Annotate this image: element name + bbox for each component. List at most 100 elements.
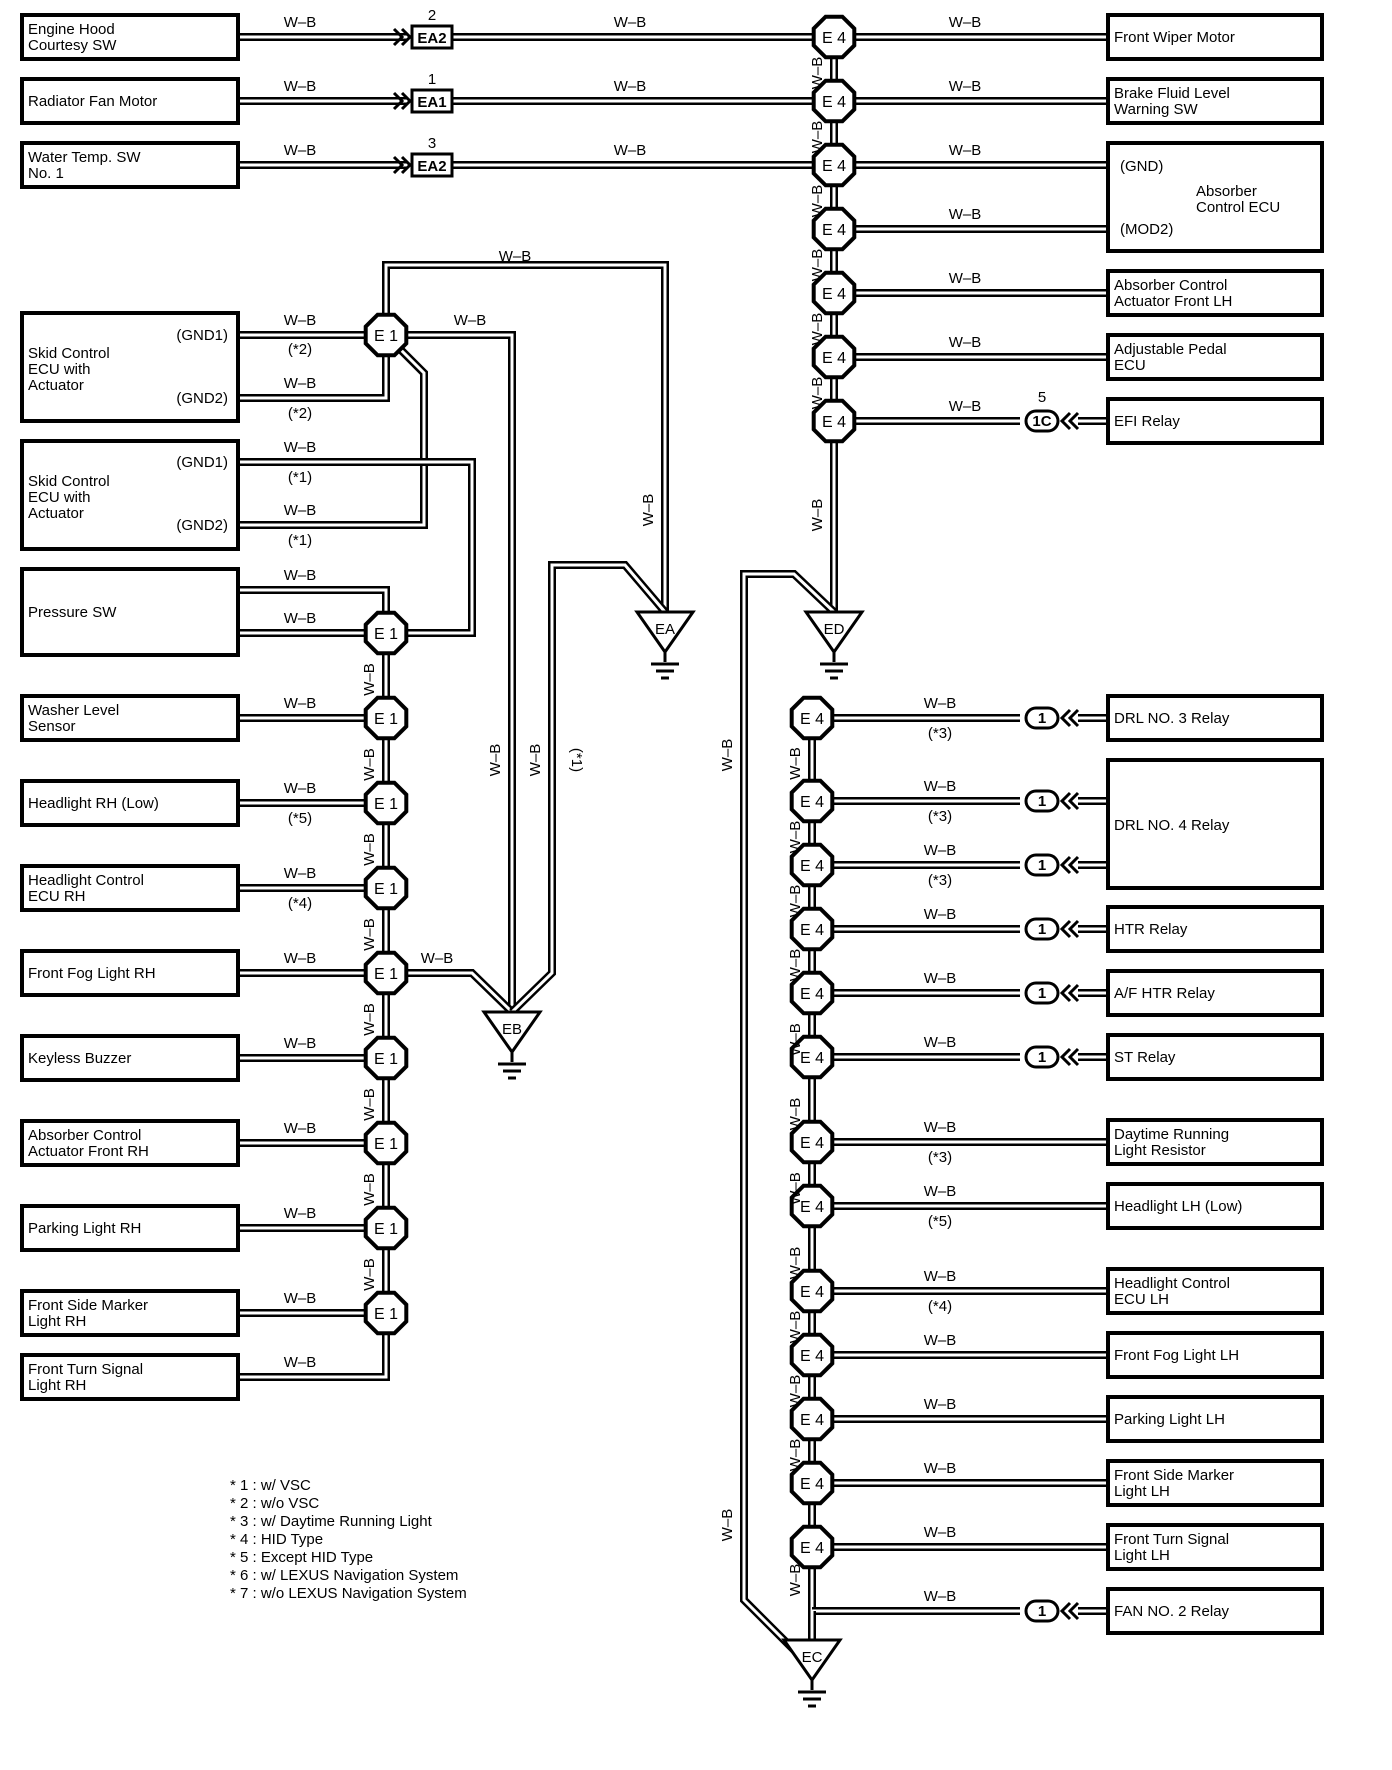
wire-core (238, 460, 474, 635)
connector-arrow (1059, 855, 1080, 875)
connector-arrow (1059, 708, 1080, 728)
component-name: ECU (1114, 357, 1146, 374)
junction-label: E 4 (822, 350, 846, 367)
wire-label: W–B (284, 1354, 317, 1371)
wire-label: W–B (787, 949, 804, 982)
note-label: (*3) (928, 808, 952, 825)
wire-label: W–B (284, 610, 317, 627)
junction-label: E 4 (800, 986, 824, 1003)
component-name: Front Fog Light LH (1114, 1347, 1239, 1364)
junction-connector (363, 1205, 409, 1251)
wire-label: W–B (284, 142, 317, 159)
junction-connector (789, 970, 835, 1016)
wire-label: W–B (361, 1088, 378, 1121)
relay-connector-label: 1 (1038, 710, 1046, 727)
component-name: Headlight LH (Low) (1114, 1198, 1242, 1215)
component-name: Brake Fluid Level (1114, 85, 1230, 102)
wire-label: W–B (924, 1183, 957, 1200)
wire-label: W–B (284, 439, 317, 456)
component-box (1106, 905, 1324, 953)
wire-label: W–B (787, 1247, 804, 1280)
component-name: Front Side Marker (1114, 1467, 1234, 1484)
connector-pin-number: 3 (428, 135, 436, 152)
wire-label: W–B (361, 1003, 378, 1036)
relay-connector (1024, 1599, 1060, 1623)
note-label: (*1) (568, 748, 585, 772)
component-name: Light LH (1114, 1483, 1170, 1500)
wire-label: W–B (924, 1396, 957, 1413)
wire-label: W–B (809, 499, 826, 532)
wire-label: W–B (924, 1524, 957, 1541)
wire-label: W–B (809, 377, 826, 410)
wire-core (742, 572, 836, 1670)
wire-label: W–B (949, 270, 982, 287)
component-name: Front Wiper Motor (1114, 29, 1235, 46)
junction-connector (789, 1524, 835, 1570)
component-name: Actuator (28, 377, 84, 394)
junction-connector (789, 1332, 835, 1378)
skid-control-ecu-box (20, 311, 240, 423)
wire-label: W–B (924, 1460, 957, 1477)
component-box (20, 864, 240, 912)
junction-label: E 4 (822, 158, 846, 175)
wire-label: W–B (421, 950, 454, 967)
legend-line: * 1 : w/ VSC (230, 1477, 311, 1494)
junction-label: E 4 (800, 1540, 824, 1557)
junction-label: E 1 (374, 626, 398, 643)
connector-arrow (392, 27, 413, 47)
wire-label: W–B (284, 567, 317, 584)
wire-label: W–B (284, 950, 317, 967)
junction-connector (363, 1120, 409, 1166)
junction-label: E 4 (822, 94, 846, 111)
component-name: No. 1 (28, 165, 64, 182)
wire-label: W–B (787, 885, 804, 918)
component-box (20, 1204, 240, 1252)
relay-connector (1024, 917, 1060, 941)
component-name: Front Turn Signal (1114, 1531, 1229, 1548)
note-label: (*1) (288, 532, 312, 549)
junction-connector (363, 780, 409, 826)
wire-label: W–B (614, 14, 647, 31)
component-name: Sensor (28, 718, 76, 735)
wire-label: W–B (527, 744, 544, 777)
component-name: Radiator Fan Motor (28, 93, 157, 110)
component-box (1106, 1587, 1324, 1635)
component-box (20, 779, 240, 827)
component-name: Water Temp. SW (28, 149, 141, 166)
wire-core (510, 563, 667, 1014)
component-box (1106, 77, 1324, 125)
component-box (20, 1119, 240, 1167)
wire-label: W–B (361, 833, 378, 866)
wire-label: W–B (787, 1023, 804, 1056)
junction-label: E 4 (800, 1412, 824, 1429)
component-box (1106, 1331, 1324, 1379)
ground-triangle (481, 1010, 543, 1055)
wires (238, 33, 1108, 1671)
relay-connector-label: 1C (1032, 413, 1051, 430)
component-name: Absorber Control (1114, 277, 1227, 294)
wire-label: W–B (284, 780, 317, 797)
wire-label: W–B (787, 1172, 804, 1205)
wire-label: W–B (361, 1173, 378, 1206)
wire-outline (238, 332, 428, 529)
wire-label: W–B (949, 14, 982, 31)
junction-label: E 1 (374, 328, 398, 345)
junction-label: E 4 (822, 222, 846, 239)
component-name: Absorber (1196, 183, 1257, 200)
component-name: Light RH (28, 1313, 86, 1330)
component-name: Headlight Control (28, 872, 144, 889)
wire-label: W–B (787, 1311, 804, 1344)
wire-label: W–B (809, 185, 826, 218)
junction-connector (789, 906, 835, 952)
component-name: Parking Light LH (1114, 1411, 1225, 1428)
junction-connector (811, 14, 857, 60)
ground-point-label: EA (655, 621, 675, 638)
component-box (20, 1034, 240, 1082)
inline-connector (410, 152, 454, 178)
component-name: Adjustable Pedal (1114, 341, 1227, 358)
absorber-control-ecu-box (1106, 141, 1324, 253)
wire-label: W–B (809, 57, 826, 90)
component-name: Front Turn Signal (28, 1361, 143, 1378)
wire-core (386, 333, 514, 1005)
junction-connector (363, 950, 409, 996)
